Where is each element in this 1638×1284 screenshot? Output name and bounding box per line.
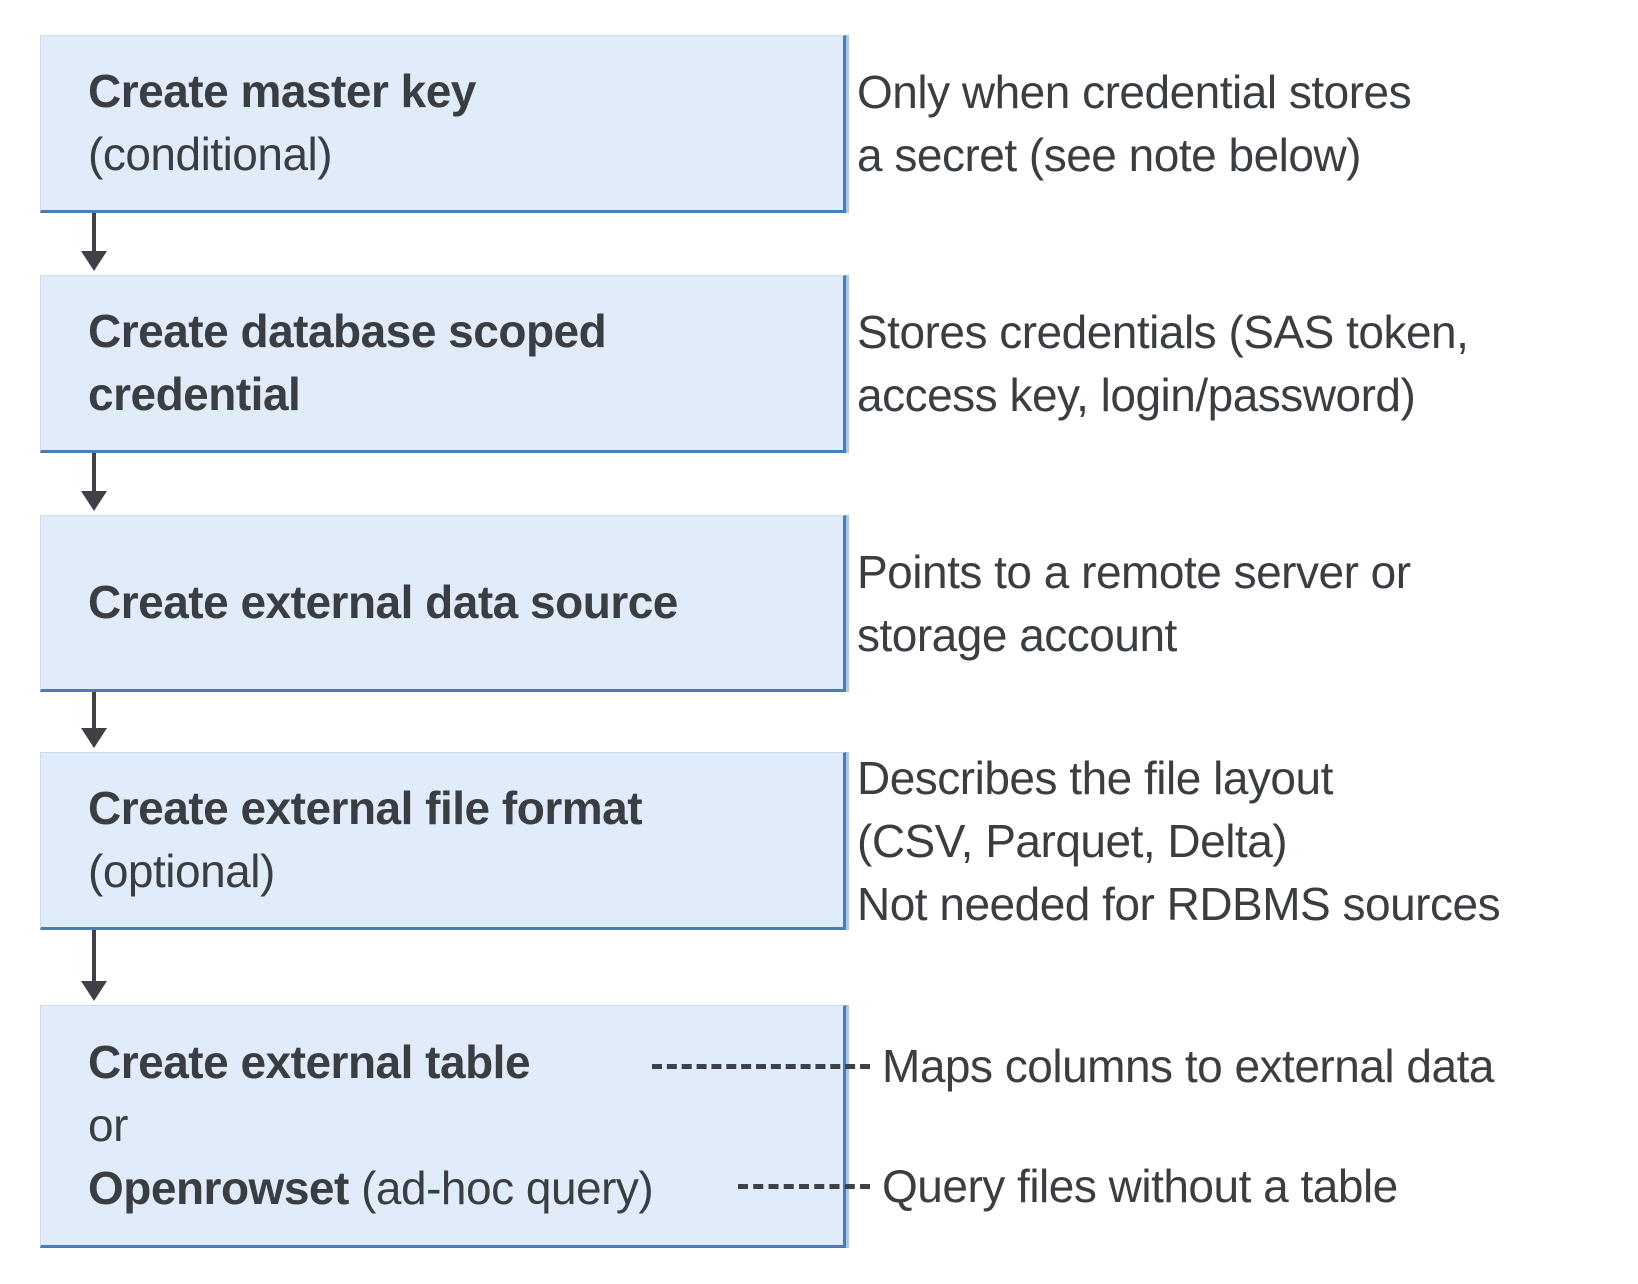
arrow-shaft (92, 692, 96, 728)
step-box-create-master-key: Create master key (conditional) (40, 35, 846, 213)
step-alt-title: Openrowset (88, 1162, 349, 1214)
arrow-shaft (92, 213, 96, 251)
arrow-head (81, 728, 107, 748)
step-note: Only when credential stores a secret (se… (857, 66, 1412, 181)
step-box-create-database-scoped-credential: Create database scoped credential (40, 275, 846, 453)
step-note: Stores credentials (SAS token, access ke… (857, 306, 1469, 421)
arrow-head (81, 491, 107, 511)
step-note: Points to a remote server or storage acc… (857, 545, 1411, 661)
arrow-down-icon (81, 453, 107, 511)
arrow-shaft (92, 930, 96, 981)
arrow-head (81, 251, 107, 271)
step-box-create-external-table-or-openrowset: Create external table or Openrowset (ad-… (40, 1005, 846, 1248)
dashed-connector-line (738, 1184, 870, 1189)
connector-label: Query files without a table (882, 1160, 1398, 1212)
step-title: Create external data source (88, 576, 678, 628)
connector-label: Maps columns to external data (882, 1040, 1494, 1092)
step-box-create-external-data-source: Create external data source (40, 515, 846, 692)
step-title: Create external table (88, 1036, 531, 1088)
step-or-label: or (88, 1099, 128, 1151)
dashed-connector-line (652, 1064, 870, 1069)
arrow-down-icon (81, 692, 107, 748)
step-title: Create database scoped credential (88, 305, 607, 420)
step-qualifier: (optional) (88, 845, 275, 897)
step-title: Create external file format (88, 782, 643, 834)
step-alt-qualifier: (ad-hoc query) (348, 1162, 654, 1214)
arrow-down-icon (81, 213, 107, 271)
step-qualifier: (conditional) (88, 128, 333, 180)
arrow-head (81, 981, 107, 1001)
step-box-create-external-file-format: Create external file format (optional) (40, 752, 846, 930)
arrow-down-icon (81, 930, 107, 1001)
step-title: Create master key (88, 65, 476, 117)
step-alt-title-line: Openrowset (ad-hoc query) (88, 1157, 843, 1220)
arrow-shaft (92, 453, 96, 491)
step-note: Describes the file layout (CSV, Parquet,… (857, 751, 1501, 930)
